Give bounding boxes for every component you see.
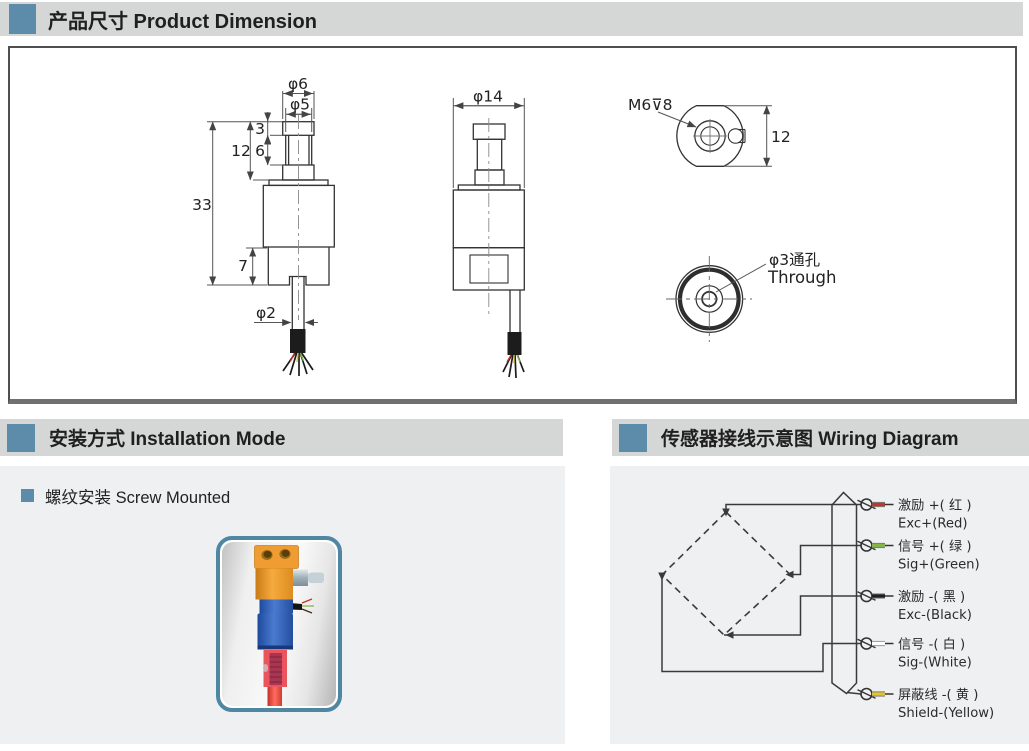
dim-3: 3	[255, 120, 265, 138]
wiring-diagram: 激励 +( 红 ) Exc+(Red) 信号 +( 绿 ) Sig+(Green…	[658, 491, 994, 721]
dim-dia6: φ6	[288, 75, 308, 93]
dimension-drawing: φ6 φ5 3 12 6 33 7 φ2	[192, 75, 836, 379]
screw-mounted-row: 螺纹安装 Screw Mounted	[0, 484, 230, 508]
terminal-label-en: Shield-(Yellow)	[898, 706, 994, 721]
screw-mounted-label: 螺纹安装 Screw Mounted	[45, 489, 231, 507]
hole-label-en: Through	[767, 268, 836, 287]
thread-label: M6⊽8	[628, 96, 672, 114]
product-dimension-panel: φ6 φ5 3 12 6 33 7 φ2	[8, 46, 1017, 404]
page-title: 产品尺寸 Product Dimension	[48, 10, 317, 33]
dim-dia5: φ5	[290, 96, 310, 114]
terminal-label-cn: 激励 -( 黑 )	[898, 589, 965, 605]
section-header-wiring: 传感器接线示意图 Wiring Diagram	[612, 419, 1029, 456]
accent-square-icon	[9, 4, 36, 34]
dim-dia2: φ2	[256, 304, 276, 322]
product-photo	[222, 542, 336, 706]
wiring-title: 传感器接线示意图 Wiring Diagram	[661, 429, 959, 450]
thread-leader-line	[657, 111, 697, 128]
terminal-sig-minus: 信号 -( 白 ) Sig-(White)	[857, 637, 972, 671]
terminal-exc-plus: 激励 +( 红 ) Exc+(Red)	[857, 498, 971, 532]
section-header-installation: 安装方式 Installation Mode	[0, 419, 563, 456]
installation-title: 安装方式 Installation Mode	[49, 429, 286, 450]
terminal-label-cn: 信号 +( 绿 )	[898, 539, 971, 555]
terminal-label-en: Sig-(White)	[898, 656, 972, 671]
terminal-label-en: Exc+(Red)	[898, 517, 968, 532]
dim-flat12: 12	[771, 128, 791, 146]
front-cable	[282, 329, 314, 376]
bridge-corner-arrows	[658, 508, 794, 639]
dim-12: 12	[231, 142, 251, 160]
top-view-dim-lines	[724, 105, 772, 167]
bridge-wires	[661, 503, 862, 695]
bottom-view-centerlines	[666, 256, 752, 342]
front-dim-lines	[207, 90, 318, 326]
side-dim-lines	[452, 98, 525, 188]
hole-label-cn: φ3通孔	[769, 251, 821, 269]
hole-leader-line	[715, 263, 767, 293]
hole-labels: φ3通孔 Through	[767, 251, 836, 287]
dim-dia14: φ14	[473, 88, 503, 106]
bullet-square-icon	[21, 489, 34, 502]
side-cable	[502, 332, 525, 379]
sensor-3d-render	[254, 545, 324, 706]
accent-square-icon	[7, 424, 35, 452]
dim-6: 6	[255, 142, 265, 160]
cable-sheath-outline	[831, 491, 858, 695]
dim-33: 33	[192, 196, 212, 214]
terminal-sig-plus: 信号 +( 绿 ) Sig+(Green)	[857, 539, 980, 573]
accent-square-icon	[619, 424, 647, 452]
bridge-diamond	[660, 510, 792, 637]
terminal-label-cn: 激励 +( 红 )	[898, 498, 971, 514]
top-view-centerlines	[693, 119, 727, 153]
front-dim-labels: φ6 φ5 3 12 6 33 7 φ2	[192, 75, 310, 322]
wiring-panel: 激励 +( 红 ) Exc+(Red) 信号 +( 绿 ) Sig+(Green…	[610, 466, 1029, 744]
section-header-product-dimension: 产品尺寸 Product Dimension	[0, 2, 1023, 36]
terminal-label-en: Sig+(Green)	[898, 558, 980, 573]
terminal-label-en: Exc-(Black)	[898, 608, 972, 623]
dim-7: 7	[238, 257, 248, 275]
product-photo-card	[216, 536, 342, 712]
terminal-exc-minus: 激励 -( 黑 ) Exc-(Black)	[857, 589, 972, 623]
terminal-shield: 屏蔽线 -( 黄 ) Shield-(Yellow)	[857, 687, 994, 721]
terminal-label-cn: 信号 -( 白 )	[898, 637, 965, 653]
terminal-label-cn: 屏蔽线 -( 黄 )	[898, 687, 978, 703]
